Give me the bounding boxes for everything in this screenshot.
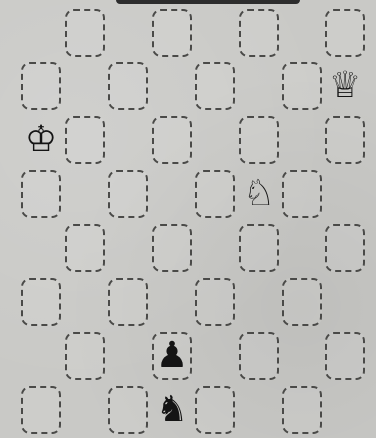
board-square[interactable] [239,9,279,57]
board-square[interactable] [21,62,61,110]
board-square[interactable] [325,224,365,272]
board-square[interactable] [152,9,192,57]
board-square[interactable] [152,116,192,164]
board-square[interactable] [325,9,365,57]
board-square[interactable] [239,224,279,272]
board-square[interactable] [108,170,148,218]
board-square[interactable] [65,9,105,57]
board-square[interactable] [325,116,365,164]
board-square[interactable] [195,278,235,326]
board-square[interactable] [65,116,105,164]
board-square[interactable] [21,386,61,434]
white-queen-icon[interactable]: ♕ [325,62,365,110]
board-square[interactable] [108,386,148,434]
board-square[interactable] [108,278,148,326]
board-square[interactable] [239,116,279,164]
board-square[interactable] [239,332,279,380]
board-square[interactable] [282,170,322,218]
black-pawn-icon[interactable]: ♟ [152,332,192,380]
white-king-icon[interactable]: ♔ [21,116,61,164]
board-square[interactable] [195,170,235,218]
board-square[interactable] [152,224,192,272]
board-square[interactable] [282,386,322,434]
board-square[interactable] [282,62,322,110]
board-square[interactable] [65,224,105,272]
board-square[interactable] [325,332,365,380]
board-square[interactable] [21,170,61,218]
board-square[interactable] [282,278,322,326]
board-square[interactable] [108,62,148,110]
white-knight-icon[interactable]: ♘ [239,170,279,218]
board-square[interactable] [195,62,235,110]
board-square[interactable] [195,386,235,434]
board-square[interactable] [21,278,61,326]
black-knight-icon[interactable]: ♞ [152,386,192,434]
board-square[interactable] [65,332,105,380]
